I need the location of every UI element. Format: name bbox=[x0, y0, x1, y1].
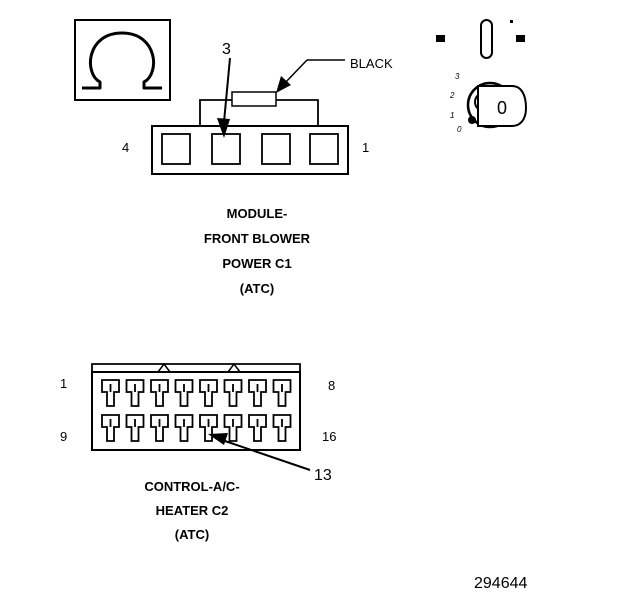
c2-bottom-row bbox=[101, 414, 292, 442]
c1-caption-line-1: MODULE- bbox=[227, 206, 288, 221]
c2-terminal-pin-5 bbox=[199, 379, 218, 407]
c2-terminal-pin-13 bbox=[199, 414, 218, 442]
c1-cavity-2 bbox=[261, 133, 291, 165]
c1-callout-arrow bbox=[217, 57, 231, 138]
c2-pin-bottom-left-label: 9 bbox=[60, 429, 67, 444]
c2-terminal-pin-6 bbox=[223, 379, 243, 407]
c2-caption-line-1: CONTROL-A/C- bbox=[144, 479, 239, 494]
c2-terminal-pin-12 bbox=[174, 414, 194, 442]
connector-c2 bbox=[91, 362, 301, 451]
c1-cavity-4 bbox=[161, 133, 191, 165]
c1-caption-line-2: FRONT BLOWER bbox=[204, 231, 311, 246]
c2-terminal-pin-4 bbox=[174, 379, 194, 407]
connector-c1 bbox=[151, 99, 349, 175]
c1-caption-line-3: POWER C1 bbox=[222, 256, 291, 271]
switch-position-3: 3 bbox=[455, 72, 460, 81]
switch-position-1: 1 bbox=[450, 111, 454, 120]
switch-position-0: 0 bbox=[457, 125, 462, 134]
c2-callout-arrow bbox=[208, 433, 311, 471]
c2-pin-bottom-right-label: 16 bbox=[322, 429, 336, 444]
c2-terminal-pin-3 bbox=[150, 379, 169, 407]
c1-pin-left-label: 4 bbox=[122, 140, 129, 155]
c2-terminal-pin-10 bbox=[125, 414, 145, 442]
c1-cavity-3 bbox=[211, 133, 241, 165]
ignition-switch-icon bbox=[436, 19, 528, 129]
c1-caption-line-4: (ATC) bbox=[240, 281, 274, 296]
c1-pin-right-label: 1 bbox=[362, 140, 369, 155]
key-label: 0 bbox=[497, 98, 507, 118]
c2-terminal-pin-16 bbox=[272, 414, 292, 442]
c1-cavity-1 bbox=[309, 133, 339, 165]
c2-pin-top-right-label: 8 bbox=[328, 378, 335, 393]
c2-caption-line-2: HEATER C2 bbox=[156, 503, 229, 518]
c2-pin-top-left-label: 1 bbox=[60, 376, 67, 391]
c2-terminal-pin-2 bbox=[125, 379, 145, 407]
c2-terminal-pin-7 bbox=[248, 379, 267, 407]
c2-callout-pin-label: 13 bbox=[314, 467, 332, 484]
wire-color-leader bbox=[231, 59, 345, 107]
c2-terminal-pin-14 bbox=[223, 414, 243, 442]
c2-terminal-pin-9 bbox=[101, 414, 120, 442]
ground-symbol-icon bbox=[74, 19, 171, 101]
switch-position-2: 2 bbox=[449, 91, 455, 100]
c2-caption-line-3: (ATC) bbox=[175, 527, 209, 542]
figure-number: 294644 bbox=[474, 575, 527, 592]
c2-terminal-pin-15 bbox=[248, 414, 267, 442]
c2-top-row bbox=[101, 379, 292, 407]
wire-color-label: BLACK bbox=[350, 56, 393, 71]
c2-terminal-pin-11 bbox=[150, 414, 169, 442]
c2-terminal-pin-8 bbox=[272, 379, 292, 407]
c1-callout-pin-label: 3 bbox=[222, 41, 231, 58]
c2-terminal-pin-1 bbox=[101, 379, 120, 407]
